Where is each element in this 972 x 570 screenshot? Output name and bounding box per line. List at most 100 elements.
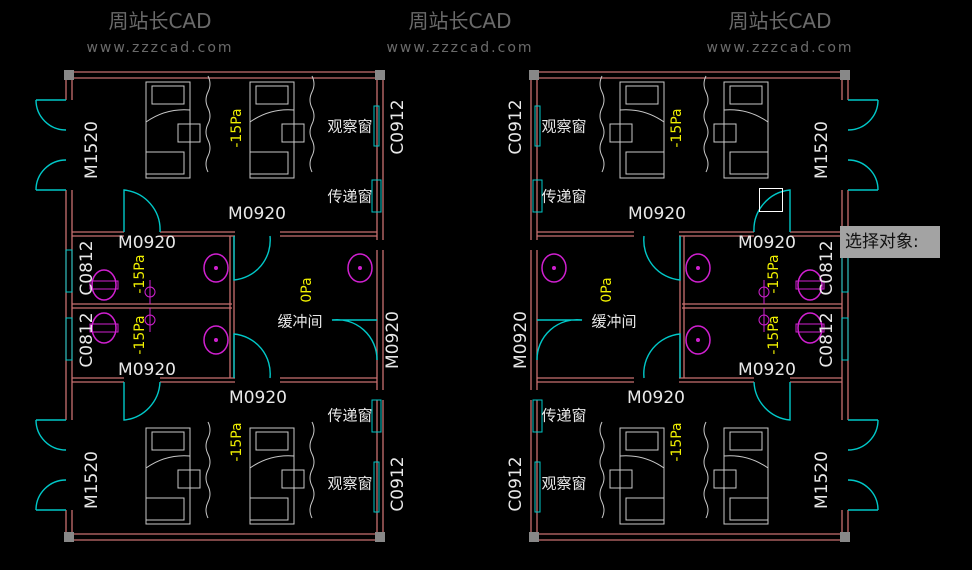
chair — [177, 469, 201, 489]
sink-drain — [552, 266, 556, 270]
door-swing — [35, 99, 67, 191]
bed — [249, 421, 315, 525]
column — [64, 70, 74, 80]
pressure-label: -15Pa — [669, 108, 685, 147]
room-label: 观察窗 — [541, 118, 586, 136]
door-swing — [123, 189, 161, 233]
blanket-fold — [723, 109, 769, 123]
curtain — [703, 75, 709, 173]
room-label: 观察窗 — [327, 118, 372, 136]
door-swing — [847, 99, 879, 191]
pillow — [625, 431, 659, 451]
sink — [203, 325, 229, 355]
room-label: M1520 — [812, 121, 832, 179]
blanket-fold — [145, 455, 191, 469]
toilet-tank — [795, 280, 825, 290]
room-label: C0912 — [388, 99, 408, 154]
sink-drain — [358, 266, 362, 270]
watermark-url: www.zzzcad.com — [706, 40, 853, 56]
pillow — [255, 85, 289, 105]
chair — [281, 123, 305, 143]
room-label: M1520 — [82, 121, 102, 179]
room-label: C0912 — [506, 456, 526, 511]
room-label: C0912 — [506, 99, 526, 154]
bed-frame — [145, 427, 191, 525]
pillow — [729, 431, 763, 451]
sink-drain — [214, 338, 218, 342]
pressure-label: -15Pa — [766, 315, 782, 354]
pressure-label: 0Pa — [599, 277, 615, 302]
observation-window — [373, 105, 380, 147]
pillow — [729, 85, 763, 105]
room-label: M0920 — [738, 233, 796, 253]
curtain — [309, 421, 315, 519]
blanket-fold — [145, 109, 191, 123]
bedside-cabinet — [145, 151, 185, 175]
pass-window — [532, 179, 543, 213]
bed — [703, 75, 769, 179]
pressure-label: -15Pa — [766, 254, 782, 293]
bed-frame — [249, 81, 295, 179]
curtain — [205, 421, 211, 519]
pressure-label: 0Pa — [299, 277, 315, 302]
column — [375, 532, 385, 542]
bed-frame — [723, 427, 769, 525]
chair — [713, 469, 737, 489]
door-swing — [753, 381, 791, 421]
room-label: 传递窗 — [327, 407, 372, 425]
blanket-fold — [619, 109, 665, 123]
watermark-brand: 周站长CAD — [728, 9, 831, 33]
pressure-label: -15Pa — [229, 108, 245, 147]
bedside-cabinet — [625, 497, 665, 521]
door-swing — [643, 333, 681, 379]
room-label: 传递窗 — [541, 188, 586, 206]
pass-window — [371, 179, 382, 213]
sink-drain — [696, 338, 700, 342]
sink-drain — [214, 266, 218, 270]
sink — [203, 253, 229, 283]
curtain — [205, 75, 211, 173]
door-swing — [536, 318, 583, 361]
sink-drain — [696, 266, 700, 270]
room-label: M1520 — [82, 451, 102, 509]
bed-frame — [145, 81, 191, 179]
command-prompt-tooltip: 选择对象: — [840, 226, 940, 258]
left-plan-geometry — [35, 70, 385, 542]
bed-frame — [249, 427, 295, 525]
door-swing — [643, 235, 681, 281]
door-swing — [233, 235, 271, 281]
curtain — [599, 75, 605, 173]
door-swing — [331, 318, 378, 361]
pillow — [625, 85, 659, 105]
door-swing — [35, 419, 67, 511]
room-label: M0920 — [383, 311, 403, 369]
chair — [609, 469, 633, 489]
watermark-url: www.zzzcad.com — [386, 40, 533, 56]
room-label: C0812 — [817, 312, 837, 367]
window-c0812 — [841, 317, 849, 361]
room-label: 传递窗 — [327, 188, 372, 206]
room-label: M0920 — [118, 233, 176, 253]
bed-frame — [723, 81, 769, 179]
door-swing — [753, 189, 791, 233]
pass-window — [371, 399, 382, 433]
door-swing — [847, 419, 879, 511]
bed — [599, 75, 665, 179]
room-label: 观察窗 — [541, 475, 586, 493]
watermark-brand: 周站长CAD — [108, 9, 211, 33]
column — [529, 70, 539, 80]
bedside-cabinet — [249, 497, 289, 521]
room-label: 缓冲间 — [277, 313, 322, 331]
toilet — [797, 269, 823, 301]
pressure-label: -15Pa — [229, 422, 245, 461]
room-label: C0812 — [77, 312, 97, 367]
pressure-label: -15Pa — [132, 315, 148, 354]
bed — [703, 421, 769, 525]
observation-window — [373, 461, 380, 513]
pass-window — [532, 399, 543, 433]
bed-frame — [619, 81, 665, 179]
pressure-label: -15Pa — [669, 422, 685, 461]
room-label: M0920 — [118, 360, 176, 380]
room-label: C0812 — [817, 240, 837, 295]
